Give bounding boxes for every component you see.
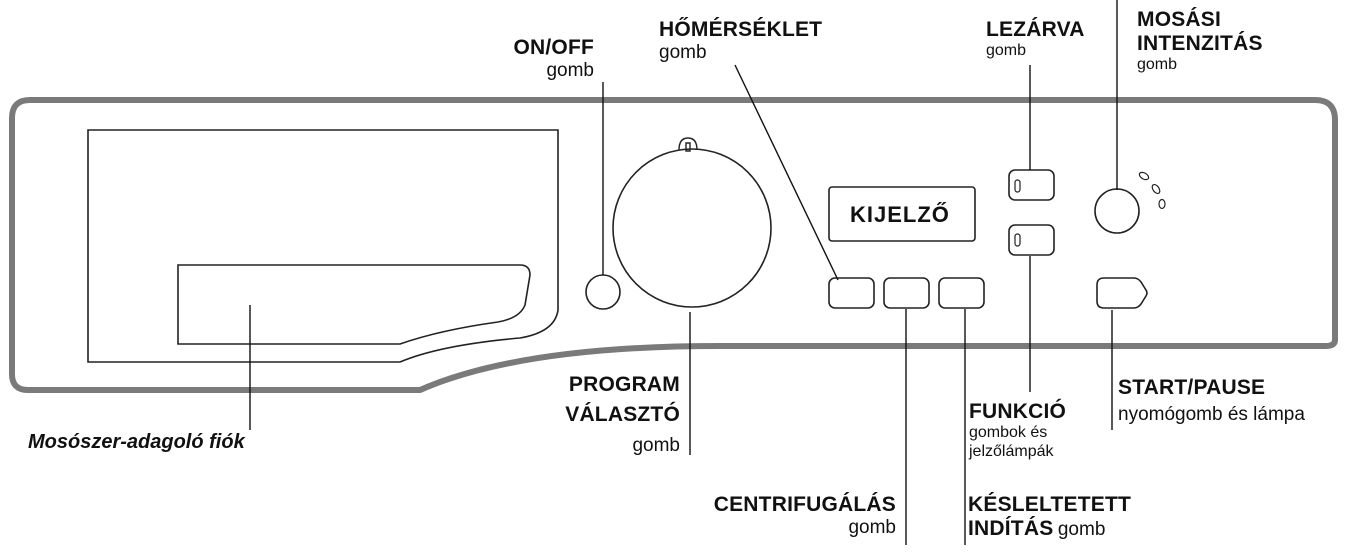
label-intensity-title1: MOSÁSI xyxy=(1137,8,1222,31)
label-program-title2: VÁLASZTÓ xyxy=(565,403,680,427)
label-function-title: FUNKCIÓ xyxy=(969,400,1067,423)
display-panel xyxy=(828,186,976,242)
leader-temperature xyxy=(734,64,839,281)
onoff-button xyxy=(585,274,621,310)
label-delay-title2: INDÍTÁS xyxy=(968,517,1054,541)
label-onoff: ON/OFF gomb xyxy=(470,36,594,82)
start-pause-button xyxy=(1096,277,1148,309)
label-temperature: HŐMÉRSÉKLET gomb xyxy=(659,18,822,64)
intensity-led-1 xyxy=(1138,171,1150,181)
label-program: PROGRAM VÁLASZTÓ gomb xyxy=(520,373,680,457)
detergent-drawer xyxy=(87,129,559,363)
intensity-led-2 xyxy=(1151,183,1161,195)
label-temperature-title: HŐMÉRSÉKLET xyxy=(659,18,823,41)
label-start-pause-title: START/PAUSE xyxy=(1118,376,1266,399)
label-locked-title: LEZÁRVA xyxy=(986,18,1085,41)
label-start-pause: START/PAUSE nyomógomb és lámpa xyxy=(1118,376,1305,426)
temperature-button xyxy=(828,277,875,309)
function-button-top xyxy=(1008,169,1055,201)
label-onoff-title: ON/OFF xyxy=(513,36,594,59)
label-start-pause-sub: nyomógomb és lámpa xyxy=(1118,404,1305,426)
label-delay: KÉSLELTETETT INDÍTÁS gomb xyxy=(968,493,1131,541)
label-function: FUNKCIÓ gombok és jelzőlámpák xyxy=(969,400,1066,461)
function-led-top xyxy=(1014,179,1021,193)
label-function-sub2: jelzőlámpák xyxy=(969,442,1054,460)
function-button-bottom xyxy=(1008,224,1055,256)
label-function-sub1: gombok és xyxy=(969,424,1048,442)
label-program-title1: PROGRAM xyxy=(568,373,680,396)
drawer-handle xyxy=(177,264,531,345)
label-program-sub: gomb xyxy=(632,435,680,457)
spin-button xyxy=(883,277,930,309)
function-led-bottom xyxy=(1014,233,1021,247)
label-onoff-sub: gomb xyxy=(546,60,594,82)
label-intensity: MOSÁSI INTENZITÁS gomb xyxy=(1137,8,1263,75)
panel-outline xyxy=(9,97,1338,393)
label-intensity-title2: INTENZITÁS xyxy=(1137,32,1263,56)
knob-notch xyxy=(678,137,698,152)
display-label: KIJELZŐ xyxy=(850,202,950,227)
label-delay-sub: gomb xyxy=(1057,519,1106,541)
label-spin: CENTRIFUGÁLÁS gomb xyxy=(640,493,896,539)
label-intensity-sub: gomb xyxy=(1137,56,1178,74)
intensity-knob xyxy=(1094,188,1140,234)
label-spin-title: CENTRIFUGÁLÁS xyxy=(713,493,896,516)
delay-start-button xyxy=(938,277,985,309)
label-locked: LEZÁRVA gomb xyxy=(986,18,1085,61)
label-temperature-sub: gomb xyxy=(659,42,707,64)
label-locked-sub: gomb xyxy=(986,42,1027,60)
label-spin-sub: gomb xyxy=(848,517,896,539)
label-detergent-drawer: Mosószer-adagoló fiók xyxy=(28,431,245,453)
intensity-led-3 xyxy=(1158,198,1166,210)
label-delay-title1: KÉSLELTETETT xyxy=(968,493,1132,516)
program-selector-knob xyxy=(612,148,772,308)
